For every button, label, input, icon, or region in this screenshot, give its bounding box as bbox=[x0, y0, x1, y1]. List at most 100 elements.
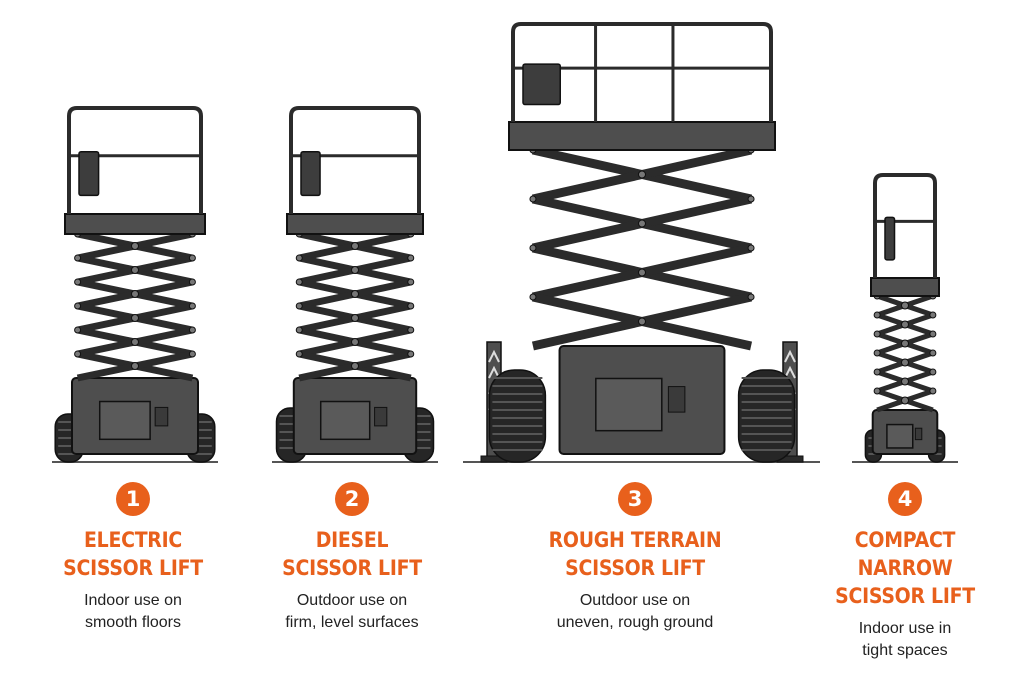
pivot-pin bbox=[351, 242, 359, 250]
pivot-pin bbox=[873, 311, 881, 319]
lift-title: COMPACT NARROW SCISSOR LIFT bbox=[835, 528, 975, 608]
control-panel bbox=[595, 377, 663, 432]
compact-narrow-scissor-lift-illustration bbox=[852, 173, 958, 463]
pivot-pin bbox=[74, 326, 82, 334]
lift-card-diesel: 2 DIESEL SCISSOR LIFT Outdoor use on fir… bbox=[262, 482, 442, 634]
pivot-pin bbox=[295, 350, 303, 358]
platform-deck bbox=[508, 121, 776, 151]
guardrail bbox=[67, 106, 203, 214]
outrigger-chevron bbox=[488, 365, 500, 379]
pivot-pin bbox=[131, 314, 139, 322]
lift-card-electric: 1 ELECTRIC SCISSOR LIFT Indoor use on sm… bbox=[48, 482, 218, 634]
pivot-pin bbox=[901, 320, 909, 329]
pivot-pin bbox=[74, 350, 82, 358]
control-box bbox=[884, 216, 896, 261]
pivot-pin bbox=[407, 302, 415, 310]
rough-terrain-scissor-lift-illustration bbox=[463, 22, 820, 463]
number-badge: 1 bbox=[116, 482, 150, 516]
platform-deck bbox=[286, 213, 424, 235]
guardrail bbox=[511, 22, 773, 122]
pivot-pin bbox=[873, 368, 881, 376]
pivot-pin bbox=[188, 278, 196, 286]
pivot-pin bbox=[747, 195, 755, 203]
pivot-pin bbox=[351, 362, 359, 370]
pivot-pin bbox=[638, 170, 646, 179]
vent bbox=[914, 427, 923, 441]
lift-title: ROUGH TERRAIN SCISSOR LIFT bbox=[548, 528, 722, 580]
outrigger-chevron bbox=[784, 349, 796, 363]
lift-title: ELECTRIC SCISSOR LIFT bbox=[63, 528, 203, 580]
pivot-pin bbox=[638, 317, 646, 326]
vent bbox=[154, 406, 169, 427]
lift-card-compact-narrow: 4 COMPACT NARROW SCISSOR LIFT Indoor use… bbox=[800, 482, 1010, 662]
lift-description: Outdoor use on uneven, rough ground bbox=[556, 592, 714, 631]
control-panel bbox=[886, 423, 914, 449]
lift-description: Outdoor use on firm, level surfaces bbox=[285, 592, 419, 631]
pivot-pin bbox=[747, 244, 755, 252]
pivot-pin bbox=[901, 301, 909, 310]
pivot-pin bbox=[407, 254, 415, 262]
pivot-pin bbox=[188, 350, 196, 358]
electric-scissor-lift-illustration bbox=[52, 106, 218, 463]
wheel bbox=[737, 369, 796, 463]
pivot-pin bbox=[873, 349, 881, 357]
pivot-pin bbox=[901, 377, 909, 386]
pivot-pin bbox=[929, 311, 937, 319]
pivot-pin bbox=[929, 368, 937, 376]
pivot-pin bbox=[529, 244, 537, 252]
pivot-pin bbox=[131, 338, 139, 346]
pivot-pin bbox=[873, 387, 881, 395]
pivot-pin bbox=[295, 326, 303, 334]
pivot-pin bbox=[131, 362, 139, 370]
pivot-pin bbox=[638, 268, 646, 277]
platform-deck bbox=[64, 213, 206, 235]
pivot-pin bbox=[901, 396, 909, 405]
pivot-pin bbox=[529, 293, 537, 301]
lift-description: Indoor use on smooth floors bbox=[84, 592, 182, 631]
pivot-pin bbox=[638, 219, 646, 228]
pivot-pin bbox=[407, 278, 415, 286]
control-box bbox=[300, 150, 321, 197]
pivot-pin bbox=[901, 358, 909, 367]
pivot-pin bbox=[351, 338, 359, 346]
pivot-pin bbox=[929, 330, 937, 338]
diesel-scissor-lift-illustration bbox=[272, 106, 438, 463]
control-panel bbox=[98, 400, 151, 441]
control-panel bbox=[319, 400, 371, 441]
pivot-pin bbox=[188, 302, 196, 310]
number-badge: 4 bbox=[888, 482, 922, 516]
pivot-pin bbox=[351, 290, 359, 298]
lift-title: DIESEL SCISSOR LIFT bbox=[282, 528, 422, 580]
pivot-pin bbox=[188, 326, 196, 334]
pivot-pin bbox=[901, 339, 909, 348]
pivot-pin bbox=[747, 293, 755, 301]
lift-description: Indoor use in tight spaces bbox=[858, 620, 952, 659]
pivot-pin bbox=[351, 314, 359, 322]
guardrail bbox=[289, 106, 421, 214]
pivot-pin bbox=[74, 254, 82, 262]
pivot-pin bbox=[295, 254, 303, 262]
pivot-pin bbox=[929, 349, 937, 357]
pivot-pin bbox=[407, 350, 415, 358]
pivot-pin bbox=[873, 330, 881, 338]
pivot-pin bbox=[529, 195, 537, 203]
control-box bbox=[522, 63, 561, 106]
wheel bbox=[488, 369, 547, 463]
pivot-pin bbox=[74, 278, 82, 286]
outrigger-chevron bbox=[784, 365, 796, 379]
number-badge: 3 bbox=[618, 482, 652, 516]
control-box bbox=[78, 150, 100, 197]
pivot-pin bbox=[188, 254, 196, 262]
vent bbox=[374, 406, 388, 427]
pivot-pin bbox=[131, 242, 139, 250]
platform-deck bbox=[870, 277, 940, 297]
pivot-pin bbox=[131, 290, 139, 298]
number-badge: 2 bbox=[335, 482, 369, 516]
pivot-pin bbox=[295, 278, 303, 286]
outrigger-chevron bbox=[488, 349, 500, 363]
lift-card-rough-terrain: 3 ROUGH TERRAIN SCISSOR LIFT Outdoor use… bbox=[530, 482, 740, 634]
pivot-pin bbox=[929, 387, 937, 395]
pivot-pin bbox=[351, 266, 359, 274]
pivot-pin bbox=[131, 266, 139, 274]
